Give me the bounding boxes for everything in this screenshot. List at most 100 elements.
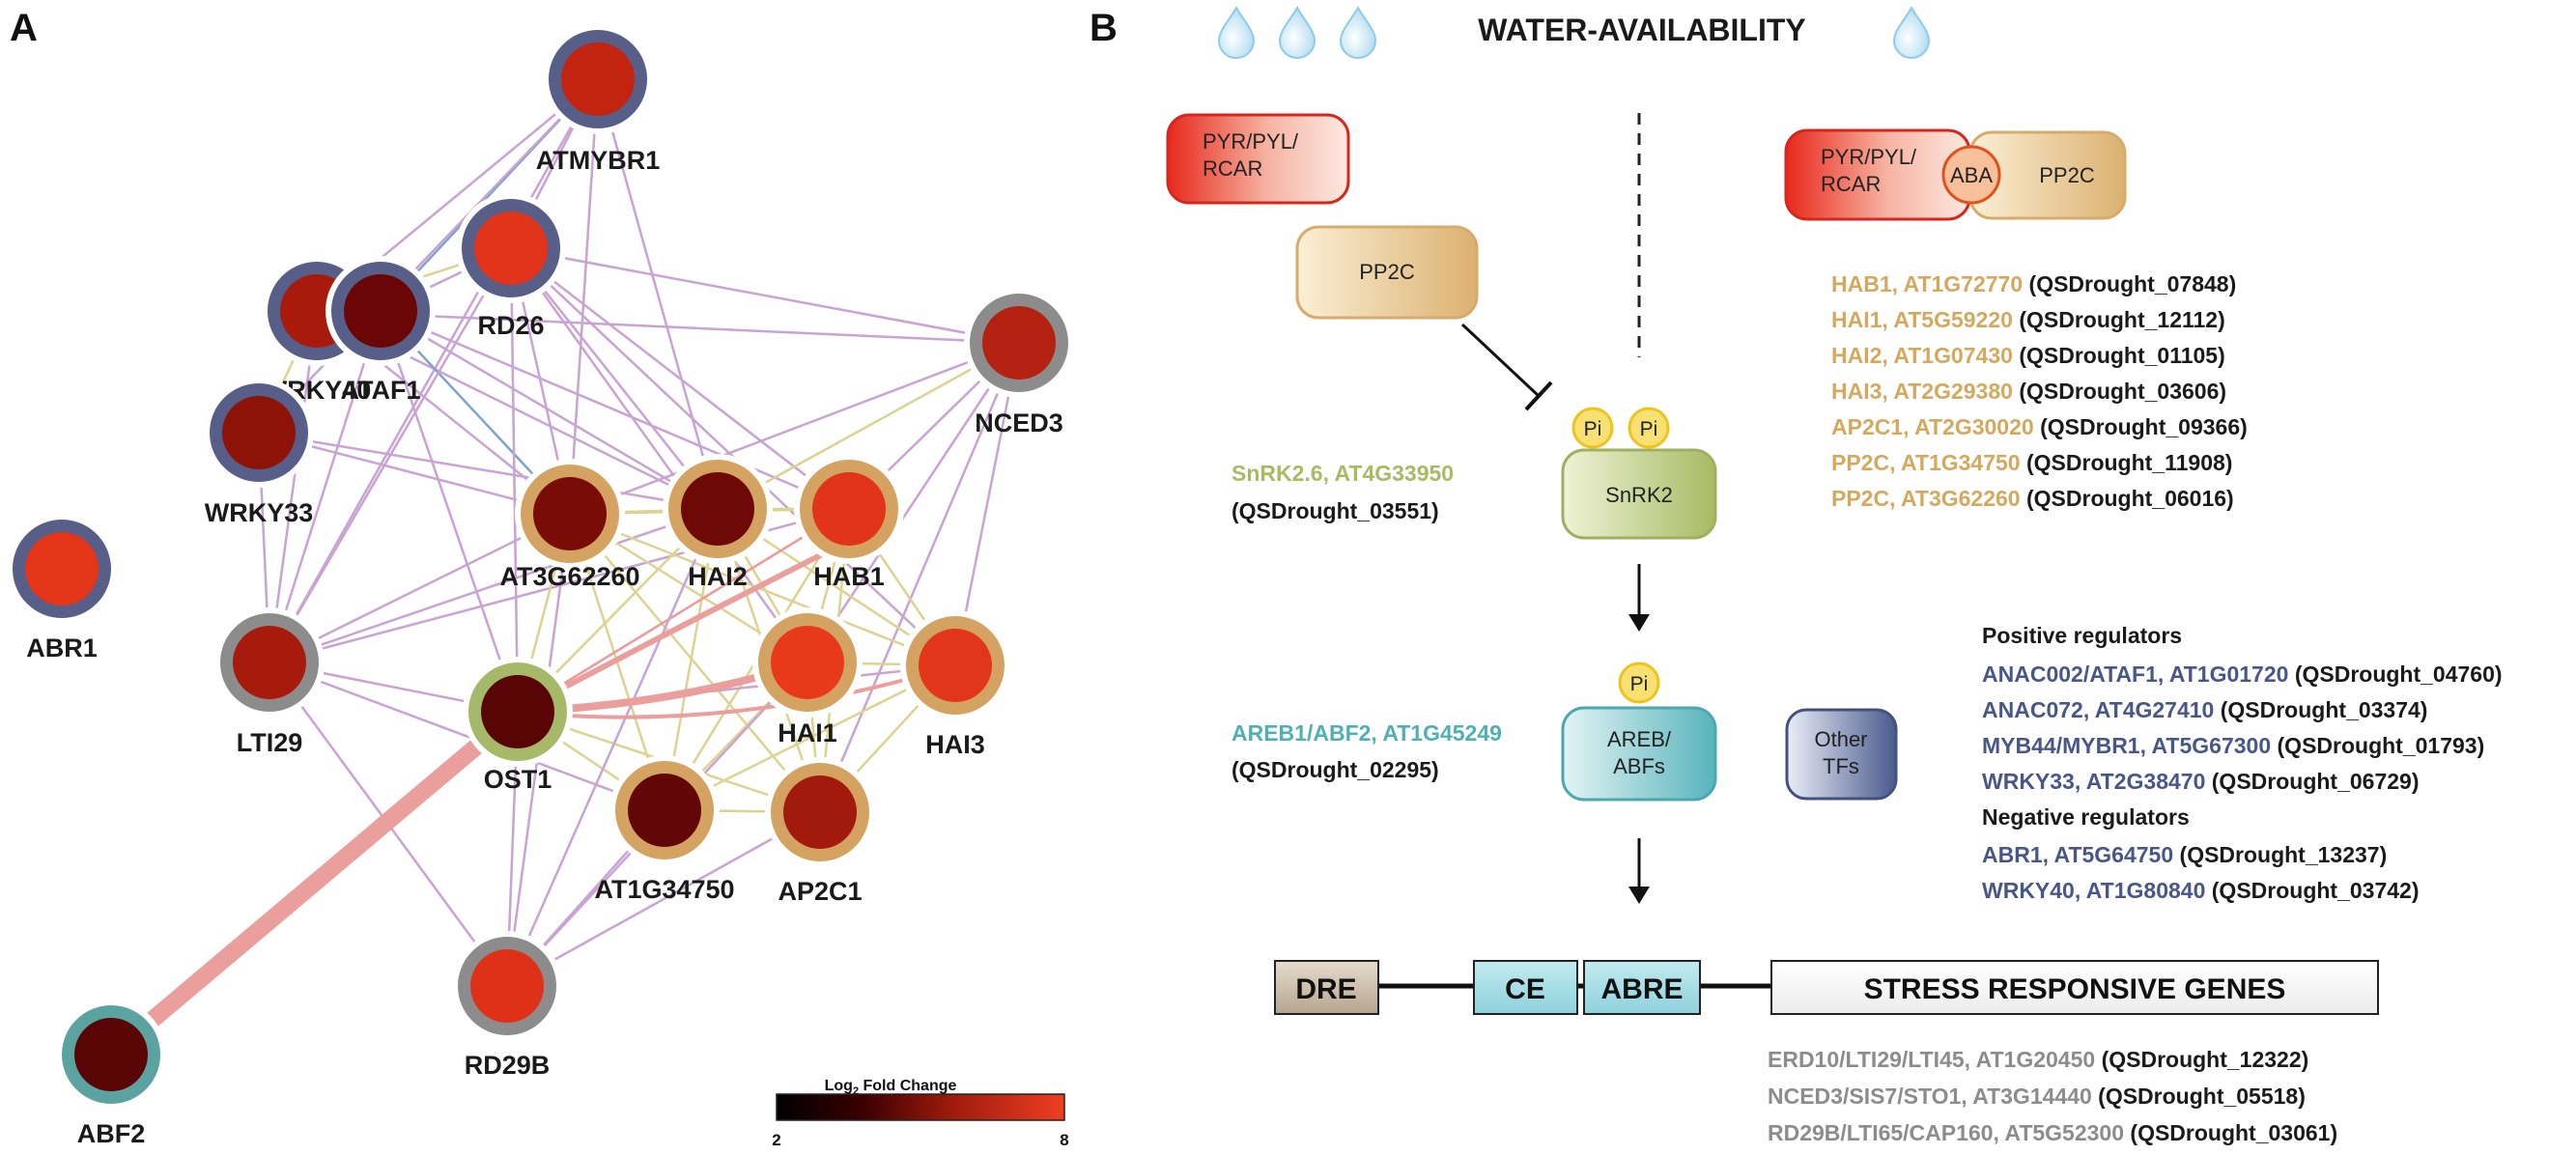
node-label: ABF2 <box>77 1119 146 1148</box>
gene-entry: HAI2, AT1G07430 (QSDrought_01105) <box>1831 343 2225 368</box>
node-core <box>470 949 544 1023</box>
gene-id: (QSDrought_06016) <box>2026 486 2234 511</box>
node-core <box>919 629 992 702</box>
node-label: LTI29 <box>237 728 303 757</box>
phosphate-badge <box>1618 662 1660 704</box>
network-edge <box>258 78 599 434</box>
gene-entry: ERD10/LTI29/LTI45, AT1G20450 (QSDrought_… <box>1768 1047 2308 1072</box>
stress-genes-label: STRESS RESPONSIVE GENES <box>1864 973 2286 1005</box>
network-edge <box>717 341 1020 511</box>
strong-interaction-edge <box>102 703 526 1063</box>
water-drop-icon <box>1278 5 1316 59</box>
gene-name: PP2C, AT1G34750 <box>1831 450 2026 475</box>
negative-regulators-header: Negative regulators <box>1982 804 2190 830</box>
inhibition-line <box>1460 323 1541 398</box>
positive-regulator-list: ANAC002/ATAF1, AT1G01720 (QSDrought_0476… <box>1982 662 2503 794</box>
gene-name: HAB1, AT1G72770 <box>1831 271 2029 296</box>
other-tfs-box <box>1785 708 1898 801</box>
node-core <box>25 532 99 606</box>
node-label: HAB1 <box>813 562 885 591</box>
inhibition-bar <box>1524 380 1553 411</box>
node-core <box>74 1018 148 1091</box>
gene-id: (QSDrought_01793) <box>2278 733 2485 758</box>
gene-name: RD29B/LTI65/CAP160, AT5G52300 <box>1768 1120 2130 1145</box>
snrk2-box <box>1561 448 1717 540</box>
gene-id: (QSDrought_12112) <box>2019 307 2224 332</box>
legend-max: 8 <box>1060 1131 1068 1149</box>
network-edge <box>510 247 850 510</box>
abre-element <box>1583 960 1701 1015</box>
gene-id: (QSDrought_13237) <box>2180 842 2388 867</box>
areb-line2: ABFs <box>1613 754 1665 778</box>
ce-label: CE <box>1505 973 1545 1005</box>
gene-name: WRKY40, AT1G80840 <box>1982 878 2212 903</box>
network-edge <box>268 247 513 663</box>
node-core <box>982 306 1056 380</box>
network-edge <box>517 507 850 714</box>
network-edge <box>380 309 719 511</box>
network-edge <box>268 310 382 663</box>
snrk-gene-id: (QSDrought_03551) <box>1231 498 1439 523</box>
aba-molecule <box>1941 145 2001 205</box>
gene-entry: HAI1, AT5G59220 (QSDrought_12112) <box>1831 307 2225 332</box>
gene-entry: ANAC002/ATAF1, AT1G01720 (QSDrought_0476… <box>1982 662 2503 687</box>
abre-label: ABRE <box>1600 973 1683 1005</box>
network-edge <box>269 512 571 664</box>
phosphate-label: Pi <box>1640 418 1658 440</box>
node-label: HAI2 <box>688 562 748 591</box>
node-label: HAI1 <box>778 718 837 747</box>
network-edge <box>569 341 1020 516</box>
gene-id: (QSDrought_05518) <box>2098 1084 2306 1109</box>
network-edge <box>568 78 600 515</box>
gene-entry: NCED3/SIS7/STO1, AT3G14440 (QSDrought_05… <box>1768 1084 2306 1109</box>
gene-name: PP2C, AT3G62260 <box>1831 486 2026 511</box>
gene-entry: WRKY33, AT2G38470 (QSDrought_06729) <box>1982 769 2419 794</box>
water-drop-icon <box>1892 5 1931 59</box>
node-core <box>233 626 306 699</box>
gene-name: WRKY33, AT2G38470 <box>1982 769 2212 794</box>
node-label: HAI3 <box>925 730 985 759</box>
gene-id: (QSDrought_03061) <box>2130 1120 2337 1145</box>
areb-gene: AREB1/ABF2, AT1G45249 <box>1231 720 1502 746</box>
gene-id: (QSDrought_03742) <box>2212 878 2420 903</box>
gene-name: ERD10/LTI29/LTI45, AT1G20450 <box>1768 1047 2102 1072</box>
pp2c-gene-list: HAB1, AT1G72770 (QSDrought_07848) HAI1, A… <box>1831 271 2248 511</box>
gene-id: (QSDrought_06729) <box>2212 769 2420 794</box>
node-label: AT1G34750 <box>594 875 734 904</box>
arrowhead-icon <box>1628 614 1650 632</box>
network-edge <box>268 310 319 663</box>
legend-min: 2 <box>772 1131 780 1149</box>
gene-id: (QSDrought_03374) <box>2221 697 2428 722</box>
gene-entry: HAB1, AT1G72770 (QSDrought_07848) <box>1831 271 2236 296</box>
pyr-right-line1: PYR/PYL/ <box>1821 145 1917 169</box>
gene-name: MYB44/MYBR1, AT5G67300 <box>1982 733 2278 758</box>
gene-entry: WRKY40, AT1G80840 (QSDrought_03742) <box>1982 878 2419 903</box>
pp2c-box-left <box>1295 225 1479 320</box>
node-label: AT3G62260 <box>499 562 639 591</box>
node-core <box>561 42 635 116</box>
dre-element <box>1274 960 1379 1015</box>
node-core <box>222 396 296 469</box>
arrowhead-icon <box>1628 887 1650 904</box>
node-core <box>533 477 607 550</box>
gene-id: (QSDrought_01105) <box>2019 343 2224 368</box>
aba-label: ABA <box>1950 163 1993 187</box>
areb-box <box>1561 706 1717 802</box>
node-label: AP2C1 <box>778 877 862 906</box>
strong-interaction-edge <box>516 663 957 719</box>
network-edge <box>569 513 821 813</box>
gene-entry: RD29B/LTI65/CAP160, AT5G52300 (QSDrought… <box>1768 1120 2337 1145</box>
node-core <box>481 675 554 748</box>
network-edge <box>510 247 719 510</box>
snrk-gene: SnRK2.6, AT4G33950 <box>1231 461 1454 486</box>
network-edge <box>596 78 720 510</box>
network-edge <box>509 247 809 663</box>
node-core <box>681 472 754 546</box>
panel-a-label: A <box>10 7 38 49</box>
network-edge <box>505 508 720 987</box>
gene-entry: ANAC072, AT4G27410 (QSDrought_03374) <box>1982 697 2427 722</box>
legend-colorbar <box>776 1093 1065 1121</box>
negative-regulator-list: ABR1, AT5G64750 (QSDrought_13237)WRKY40,… <box>1982 842 2419 903</box>
dre-label: DRE <box>1295 973 1356 1005</box>
other-tfs-line2: TFs <box>1823 754 1859 778</box>
